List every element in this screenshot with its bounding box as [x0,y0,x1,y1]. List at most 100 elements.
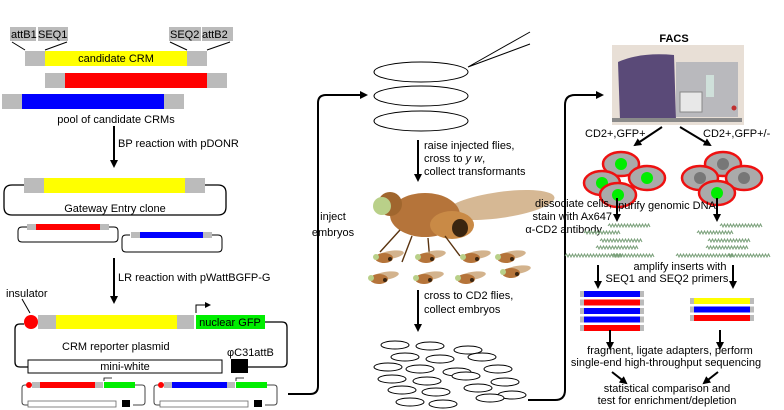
insulator-pointer [21,298,31,314]
facs-machine-icon [612,45,744,125]
cross-label-1: cross to CD2 flies, [424,290,513,302]
small-fly-icon [455,271,486,284]
amplicon-band [580,325,644,331]
stats-right-arrow [702,371,719,385]
crm-yellow: candidate CRM [25,51,207,66]
mini-white-box [27,359,223,374]
dissociate-label-1: dissociate cells, [535,198,612,210]
embryo-icon [387,385,417,395]
entry-clone-red [17,224,119,243]
embryo-icon [490,377,520,387]
inject-label-2: embryos [312,227,355,239]
dissociate-label-3: α-CD2 antibody [525,224,602,236]
embryo-icon [453,345,483,355]
dna-strand-icon [696,229,734,236]
attb-site-box [231,359,248,373]
small-fly-icon [415,250,446,263]
attb1-label: attB1 [11,29,37,41]
genomic-dna [564,222,771,259]
plasmid-label: CRM reporter plasmid [62,341,170,353]
insulator-icon [24,315,38,329]
dna-strand-icon [599,237,643,244]
embryo-icon [475,393,505,403]
embryo-icon [421,387,451,397]
embryo-icon [483,364,513,374]
collected-embryos [373,340,527,409]
panel-cloning: attB1 SEQ1 SEQ2 attB2 candidate CRM pool… [2,27,368,408]
dna-strand-icon [727,252,771,259]
dna-strand-icon [583,229,621,236]
dna-strand-icon [675,252,734,259]
seq1-label-box [38,27,68,41]
crm-red [45,73,227,88]
dna-strand-icon [611,252,655,259]
panel-facs-seq: FACS CD2+,GFP+ CD2+,GFP+/- dissociate ce… [525,33,770,407]
attb1-label-box [10,27,36,41]
embryo-icon [412,376,442,386]
seq1-pointer [44,41,68,51]
amplicon-band [580,308,644,314]
sorted-cells [582,150,764,209]
nuclear-gfp-box [196,315,265,329]
bp-step-label: BP reaction with pDONR [118,138,239,150]
embryo-icon [463,383,493,393]
stats-label-2: test for enrichment/depletion [598,395,737,407]
facs-connector-arrow [528,91,604,401]
crm-blue [2,94,184,109]
fly-population [368,250,531,284]
insulator-label: insulator [6,288,48,300]
amplicon-band [690,306,754,313]
gfp-positive-cell [601,150,641,178]
dissociate-label-2: stain with Ax647 [533,211,613,223]
dna-strand-icon [607,222,651,229]
injection-needle-icon [467,31,531,68]
purify-label: purify genomic DNA [618,200,716,212]
dna-strand-icon [705,244,749,251]
amplicon-band [690,315,754,321]
amplify-label-1: amplify inserts with [634,261,727,273]
injection-embryos [373,31,531,132]
facs-label: FACS [659,33,688,45]
cross-label-2: collect embryos [424,304,501,316]
phic31-attb-label: φC31attB [227,347,274,359]
small-fly-icon [495,250,526,263]
seq2-label: SEQ2 [170,29,199,41]
amplify-label-2: SEQ1 and SEQ2 primers [606,273,729,285]
promoter-arrow-icon [195,302,211,313]
dna-strand-icon [707,237,751,244]
small-fly-icon [368,271,399,284]
amplicon-band [580,291,644,297]
raise-label-1: raise injected flies, [424,140,515,152]
fragment-label-2: single-end high-throughput sequencing [571,357,761,369]
amplicon-band [580,316,644,323]
attb2-label-box [202,27,233,41]
right-gate-label: CD2+,GFP+/- [703,128,771,140]
gfp-positive-cell [627,164,667,192]
nuclear-gfp-label: nuclear GFP [199,317,261,329]
embryo-icon [395,397,425,407]
seq1-label: SEQ1 [38,29,67,41]
entry-clone-blue [121,232,223,253]
inject-connector-arrow [288,91,368,395]
small-fly-icon [373,250,404,263]
embryo-icon [467,352,497,362]
embryo-icon [425,354,455,364]
embryo-icon [405,364,435,374]
raise-label-3: collect transformants [424,166,526,178]
stats-label-1: statistical comparison and [604,383,731,395]
seq2-label-box [169,27,201,41]
dna-strand-icon [719,222,763,229]
reporter-plasmid: insulator nuclear GFP CRM reporter plasm… [6,288,288,374]
entry-clone: Gateway Entry clone [3,178,227,216]
panel-transgenesis: raise injected flies, cross to y w, coll… [368,31,604,409]
candidate-crm-label: candidate CRM [78,53,154,65]
embryo-icon [380,340,410,350]
embryo-icon [390,352,420,362]
reporter-plasmid-red [21,377,146,408]
embryo-icon [373,362,403,372]
raise-label-2: cross to y w, [424,153,485,165]
pool-label: pool of candidate CRMs [57,114,175,126]
entry-clone-label: Gateway Entry clone [64,203,166,215]
gfp-negative-cell [724,164,764,192]
